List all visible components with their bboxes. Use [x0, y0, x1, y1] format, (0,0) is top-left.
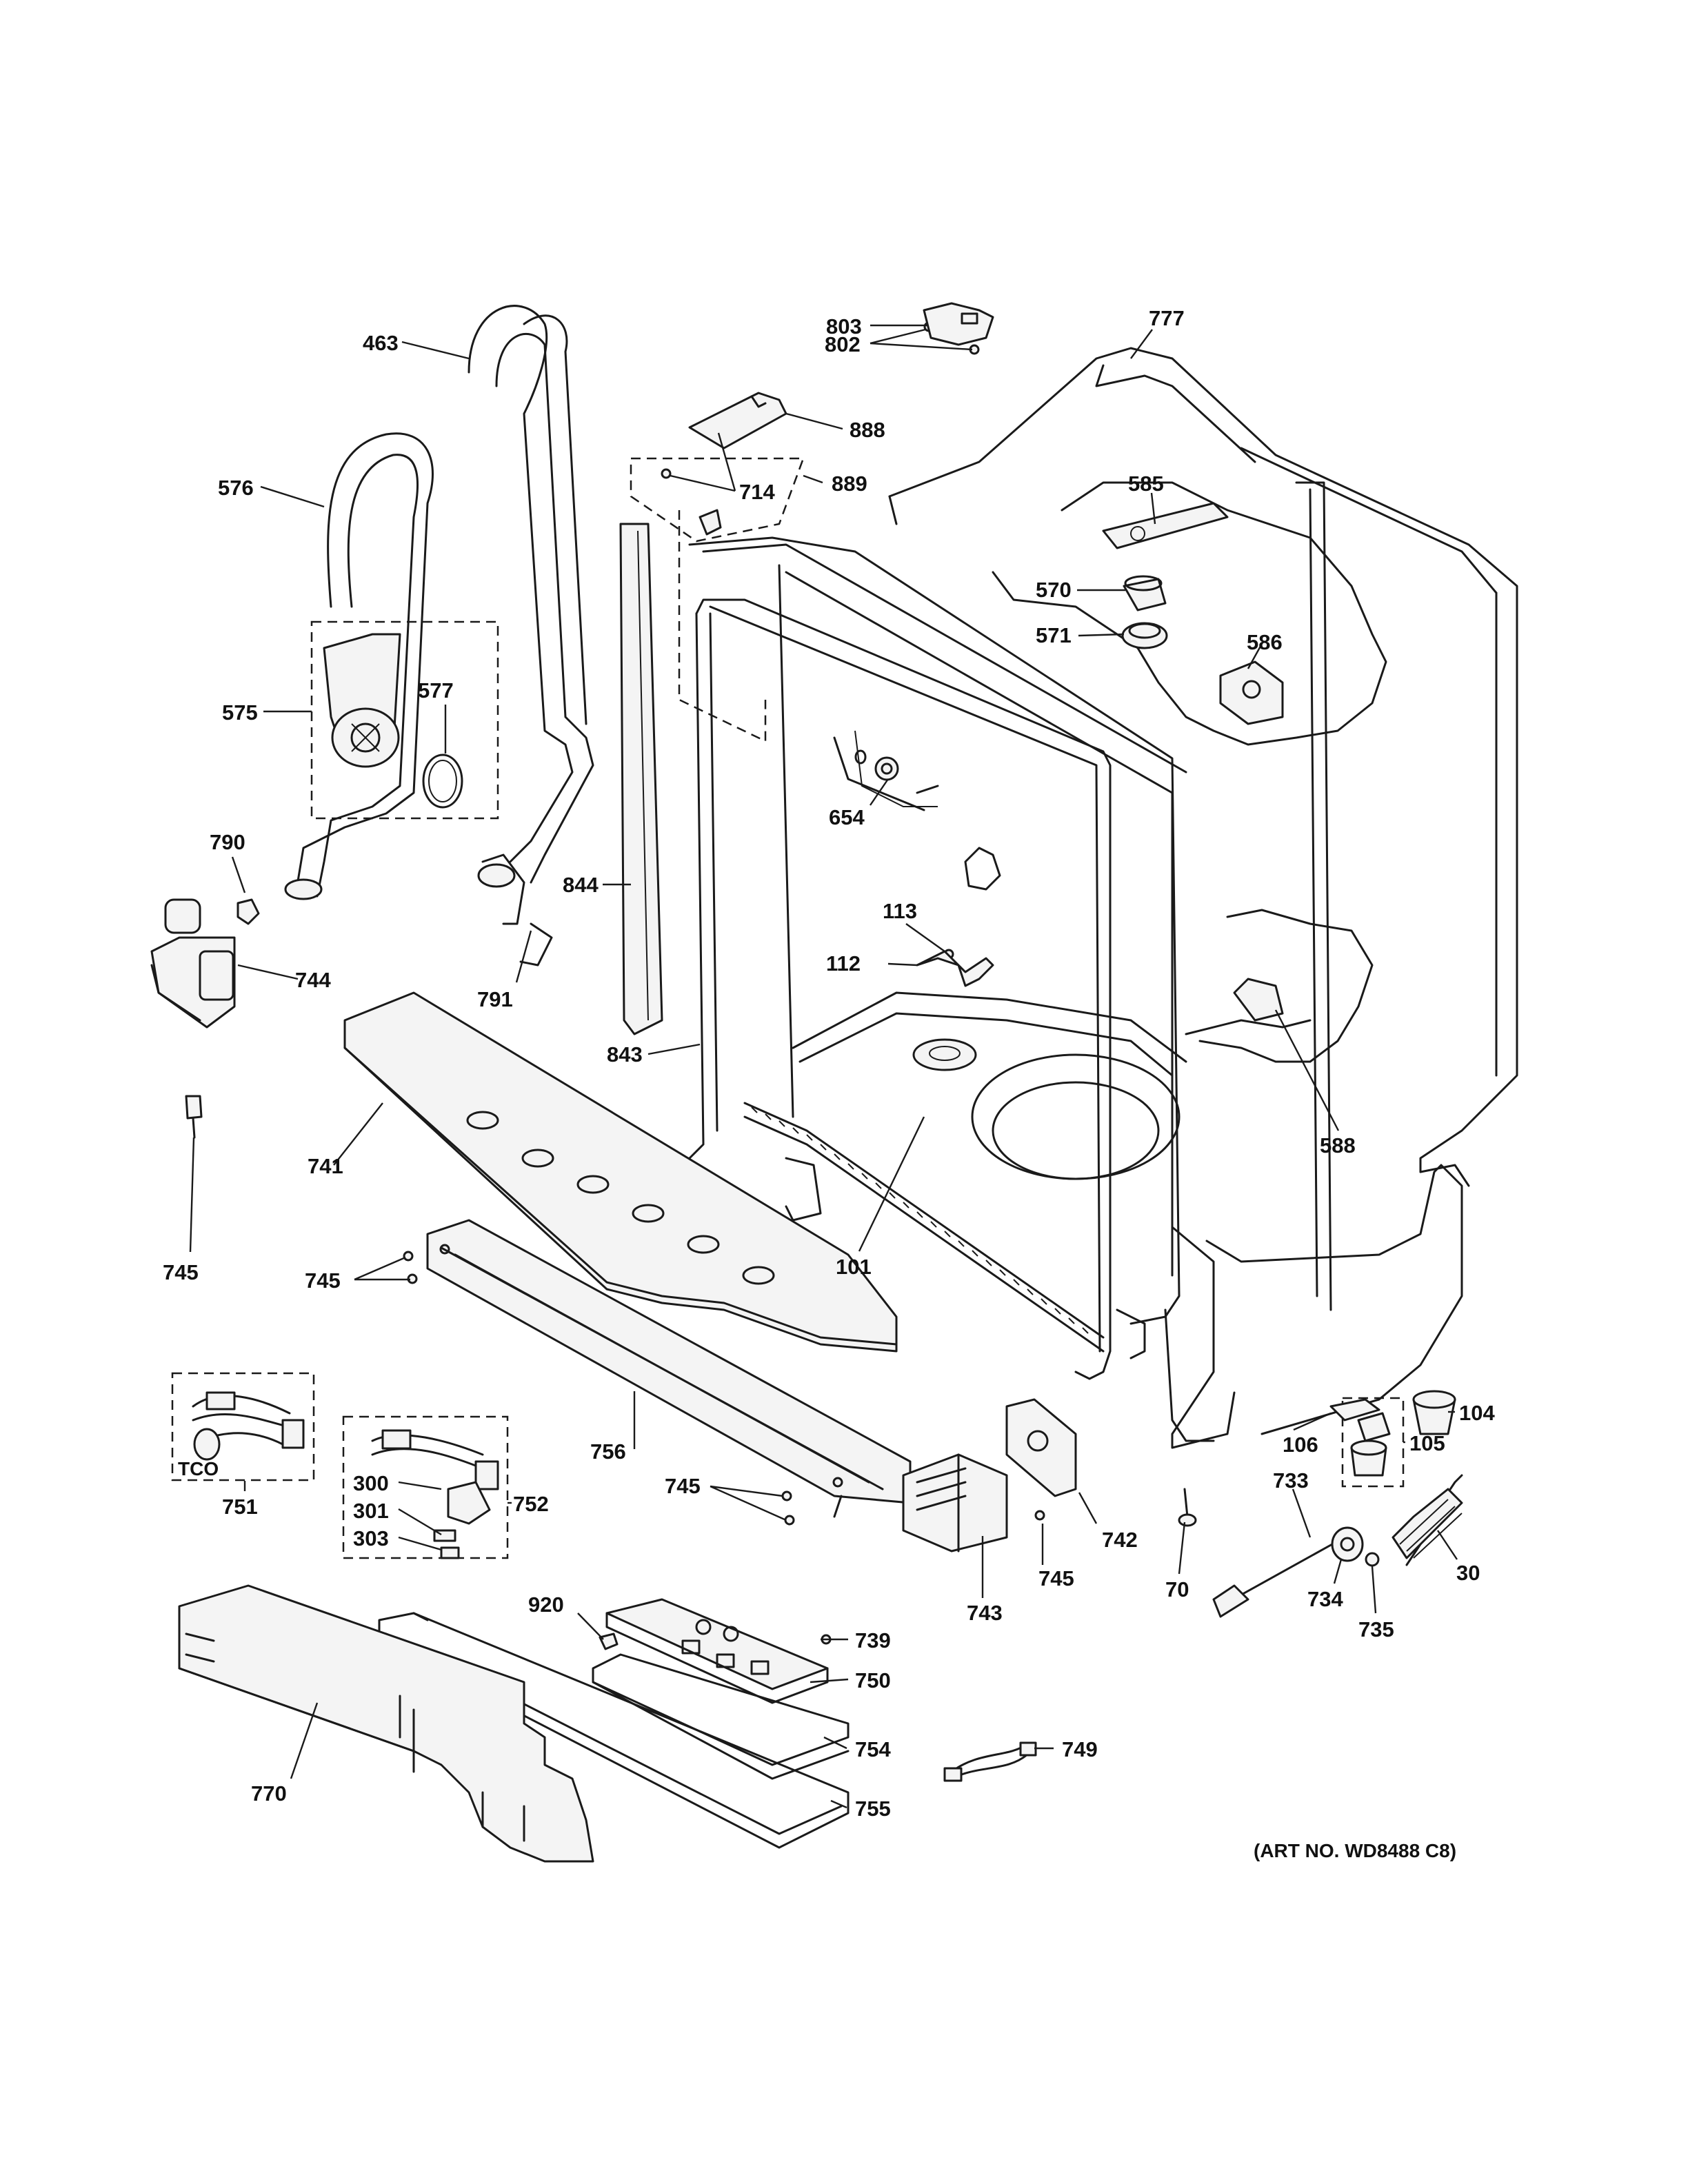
drain-hose-463 — [468, 305, 594, 967]
label-751: 751 — [222, 1495, 258, 1519]
latch-assembly-889 — [630, 457, 805, 742]
bushing-104 — [1412, 1390, 1456, 1435]
label-742: 742 — [1102, 1528, 1138, 1552]
control-housing-754 — [592, 1653, 850, 1780]
wire-harness-751 — [171, 1372, 315, 1482]
vent-assembly-575 — [310, 620, 499, 820]
clip-106 — [1329, 1398, 1380, 1422]
label-575: 575 — [222, 700, 258, 725]
label-844: 844 — [563, 873, 599, 897]
label-802: 802 — [825, 332, 861, 356]
label-576: 576 — [218, 476, 254, 500]
wire-749 — [943, 1741, 1037, 1782]
door-latch-803 — [923, 302, 994, 346]
label-744: 744 — [295, 968, 331, 992]
side-gasket-844 — [619, 523, 663, 1035]
label-791: 791 — [477, 987, 513, 1011]
label-745-c: 745 — [665, 1474, 701, 1498]
bracket-112 — [916, 950, 994, 987]
serrated-rail — [751, 1106, 1089, 1334]
fill-hose-576 — [284, 432, 434, 900]
label-300: 300 — [353, 1471, 389, 1495]
label-570: 570 — [1036, 578, 1072, 602]
label-301: 301 — [353, 1499, 389, 1523]
nozzle-654 — [833, 736, 939, 811]
label-714: 714 — [739, 480, 775, 504]
label-803: 803 — [826, 314, 862, 338]
screw-735 — [1365, 1552, 1380, 1567]
label-112: 112 — [826, 951, 861, 975]
label-463: 463 — [363, 331, 399, 355]
label-777: 777 — [1149, 306, 1185, 330]
label-750: 750 — [855, 1668, 891, 1692]
label-654: 654 — [829, 805, 865, 829]
label-889: 889 — [832, 472, 867, 496]
label-735: 735 — [1358, 1617, 1394, 1641]
label-733: 733 — [1273, 1468, 1309, 1493]
door-spring-30 — [1391, 1474, 1463, 1566]
label-745-d: 745 — [1038, 1566, 1074, 1590]
tub-assembly — [688, 347, 1518, 1449]
water-valve-744 — [150, 898, 260, 1139]
label-101: 101 — [836, 1255, 872, 1279]
latch-bracket-888 — [688, 392, 787, 449]
label-743: 743 — [967, 1601, 1003, 1625]
screws — [403, 321, 1045, 1645]
switch-586 — [1219, 660, 1284, 725]
screw-920 — [599, 1632, 619, 1650]
label-586: 586 — [1247, 630, 1283, 654]
label-734: 734 — [1307, 1587, 1343, 1611]
leader-lines — [189, 324, 1458, 1809]
label-741: 741 — [308, 1154, 343, 1178]
callout-labels: 463 576 575 577 790 744 745 791 844 843 … — [163, 306, 1495, 1861]
label-843: 843 — [607, 1042, 643, 1066]
bracket-588 — [1185, 978, 1312, 1035]
bracket-743 — [902, 1453, 1008, 1553]
art-number-note: (ART NO. WD8488 C8) — [1254, 1840, 1456, 1861]
wire-harness-752 — [342, 1415, 509, 1559]
label-754: 754 — [855, 1737, 891, 1761]
label-106: 106 — [1283, 1433, 1318, 1457]
label-920: 920 — [528, 1593, 564, 1617]
label-113: 113 — [883, 899, 917, 923]
spray-arm-585 — [1102, 502, 1229, 549]
label-756: 756 — [590, 1439, 626, 1464]
label-770: 770 — [251, 1781, 287, 1806]
control-board-750 — [605, 1598, 829, 1704]
insulation-770 — [178, 1584, 594, 1863]
leveling-leg-70 — [1178, 1488, 1197, 1527]
label-30: 30 — [1456, 1561, 1480, 1585]
label-739: 739 — [855, 1628, 891, 1652]
label-tco: TCO — [178, 1458, 219, 1479]
spray-arm-741 — [343, 991, 898, 1353]
label-303: 303 — [353, 1526, 389, 1550]
label-790: 790 — [210, 830, 245, 854]
label-105: 105 — [1409, 1431, 1445, 1455]
pulley-734 — [1331, 1526, 1364, 1562]
label-577: 577 — [418, 678, 454, 702]
bearing-571 — [1121, 622, 1168, 649]
label-749: 749 — [1062, 1737, 1098, 1761]
label-755: 755 — [855, 1797, 891, 1821]
bearing-570 — [1123, 575, 1167, 611]
label-752: 752 — [513, 1492, 549, 1516]
label-745-a: 745 — [163, 1260, 199, 1284]
label-104: 104 — [1459, 1401, 1495, 1425]
bracket-742 — [1005, 1398, 1077, 1497]
label-585: 585 — [1128, 472, 1164, 496]
door-gasket-843 — [688, 598, 1146, 1380]
label-70: 70 — [1165, 1577, 1189, 1601]
label-745-b: 745 — [305, 1268, 341, 1293]
label-571: 571 — [1036, 623, 1072, 647]
door-cable-733 — [1212, 1536, 1346, 1618]
label-888: 888 — [850, 418, 885, 442]
label-588: 588 — [1320, 1133, 1356, 1157]
